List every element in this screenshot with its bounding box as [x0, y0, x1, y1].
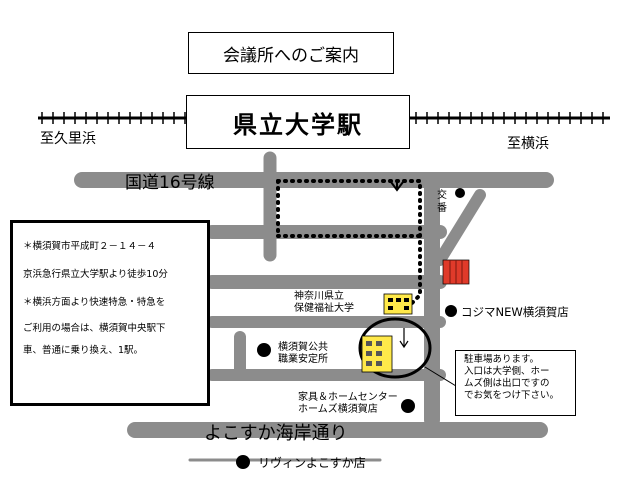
- employment-office-label-2: 職業安定所: [278, 354, 328, 365]
- entrance-arrow-head: [399, 340, 409, 349]
- info-access: 京浜急行県立大学駅より徒歩10分: [23, 269, 168, 280]
- parking-line-1: 駐車場あります。: [464, 354, 540, 365]
- station-box: 県立大学駅: [186, 95, 410, 149]
- title-box: 会議所へのご案内: [188, 32, 394, 74]
- kojima-label: コジマNEW横須賀店: [461, 305, 569, 319]
- kojima-building-icon: [442, 259, 470, 285]
- university-label-2: 保健福祉大学: [294, 303, 354, 314]
- livin-label: リヴィンよこすか店: [258, 456, 366, 470]
- parking-line-2: 入口は大学側、ホー: [464, 365, 550, 377]
- info-address: ＊横須賀市平成町２－１４－４: [23, 241, 157, 252]
- page-title: 会議所へのご案内: [223, 45, 359, 66]
- parking-info-box: 駐車場あります。 入口は大学側、ホー ムズ側は出口ですの でお気をつけ下さい。: [455, 350, 576, 416]
- coastal-road-label: よこすか海岸通り: [204, 423, 348, 444]
- livin-dot-icon: [236, 455, 250, 469]
- parking-line-3: ムズ側は出口ですの: [464, 377, 550, 389]
- route16-label: 国道16号線: [125, 173, 215, 193]
- venue-highlight-circle: [358, 317, 432, 379]
- furniture-store-label-2: ホームズ横須賀店: [298, 404, 378, 415]
- venue-building-icon: [361, 335, 393, 373]
- university-label-1: 神奈川県立: [294, 291, 344, 302]
- koban-label-2: 番: [437, 203, 447, 214]
- info-note-line-2: ご利用の場合は、横須賀中央駅下: [23, 323, 166, 334]
- employment-office-label-1: 横須賀公共: [278, 342, 328, 353]
- direction-yokohama: 至横浜: [507, 136, 549, 152]
- diagonal-road: [434, 189, 486, 266]
- walking-route: [276, 179, 422, 307]
- koban-icon: [455, 188, 465, 198]
- access-info-box: ＊横須賀市平成町２－１４－４ 京浜急行県立大学駅より徒歩10分 ＊横浜方面より快…: [10, 220, 210, 406]
- furniture-store-label-1: 家具＆ホームセンター: [298, 392, 398, 403]
- university-building-icon: [383, 293, 413, 315]
- furniture-store-dot-icon: [401, 399, 415, 413]
- kojima-dot-icon: [445, 305, 457, 317]
- station-name: 県立大学駅: [233, 110, 363, 139]
- parking-pointer: [424, 366, 457, 387]
- koban-label-1: 交: [437, 190, 447, 201]
- route-arrow-head: [390, 181, 404, 192]
- info-note-line-1: ＊横浜方面より快速特急・特急を: [23, 297, 166, 308]
- info-note-line-3: 車、普通に乗り換え、1駅。: [23, 345, 144, 356]
- employment-office-dot-icon: [257, 343, 271, 357]
- direction-kurihama: 至久里浜: [40, 131, 96, 147]
- parking-line-4: でお気をつけ下さい。: [464, 389, 560, 401]
